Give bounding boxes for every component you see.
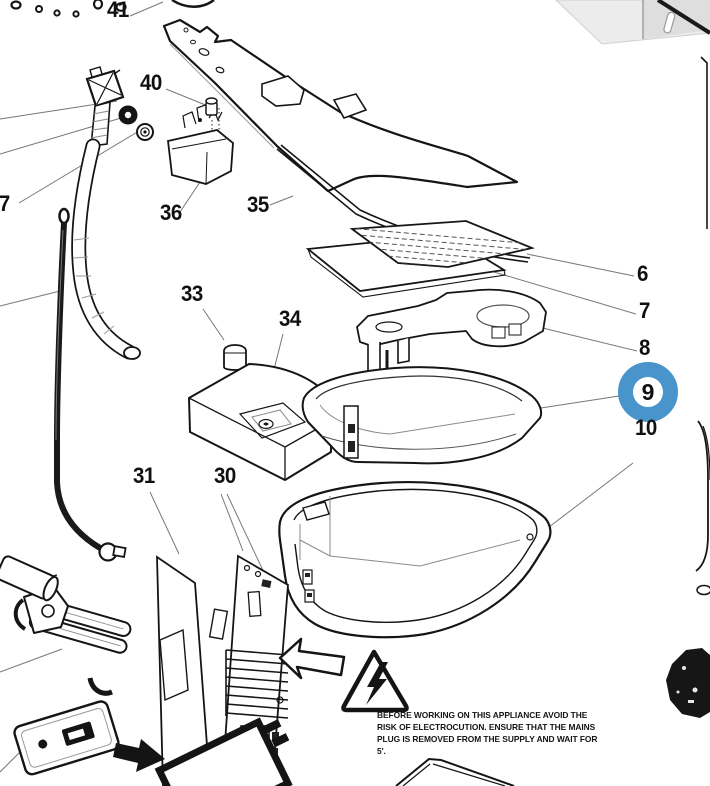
part-label-40[interactable]: 40 bbox=[140, 70, 162, 95]
part-label-36[interactable]: 36 bbox=[160, 200, 182, 225]
corrugated-hose-part bbox=[71, 138, 141, 360]
panel-part-31 bbox=[156, 555, 211, 786]
right-cut-part bbox=[695, 420, 710, 596]
top-crossbar-panel-part bbox=[162, 18, 519, 193]
part-label-9-highlighted[interactable]: 9 bbox=[641, 378, 655, 405]
part-label-33[interactable]: 33 bbox=[181, 281, 203, 306]
electrical-hazard-triangle-icon bbox=[341, 649, 409, 713]
part-label-34[interactable]: 34 bbox=[279, 306, 301, 331]
part-label-35[interactable]: 35 bbox=[247, 192, 269, 217]
cap-part-33 bbox=[223, 344, 247, 371]
solid-right-arrow-icon bbox=[113, 739, 165, 772]
part-label-10[interactable]: 10 bbox=[635, 415, 657, 440]
part-label-31[interactable]: 31 bbox=[133, 463, 155, 488]
drawer-housing-part-10 bbox=[278, 481, 552, 639]
part-label-6[interactable]: 6 bbox=[637, 261, 648, 286]
right-edge-panel-part bbox=[700, 56, 708, 229]
hose-elbow-part-37 bbox=[85, 66, 154, 147]
part-label-37[interactable]: 37 bbox=[0, 191, 10, 216]
inlet-valve-part-36 bbox=[167, 97, 234, 185]
plug-filter-part bbox=[13, 677, 293, 786]
cabinet-corner-part bbox=[555, 0, 710, 45]
safety-warning-text: BEFORE WORKING ON THIS APPLIANCE AVOID T… bbox=[377, 710, 598, 756]
cylinder-part bbox=[0, 555, 59, 602]
part-label-41[interactable]: 41 bbox=[107, 0, 129, 22]
highlight-ring[interactable] bbox=[618, 362, 678, 422]
bottom-plate-part bbox=[395, 757, 515, 786]
detergent-drawer-part-9 bbox=[301, 366, 543, 465]
heating-element-part bbox=[13, 574, 132, 654]
siphon-bridge-part-8 bbox=[356, 288, 547, 380]
part-label-7[interactable]: 7 bbox=[639, 298, 650, 323]
part-label-8[interactable]: 8 bbox=[639, 335, 650, 360]
pressure-rod-part bbox=[54, 207, 127, 562]
hollow-left-arrow-icon bbox=[278, 637, 346, 680]
top-sliver-part bbox=[171, 0, 215, 8]
screws-group bbox=[10, 0, 127, 18]
part-label-30[interactable]: 30 bbox=[214, 463, 236, 488]
pump-part bbox=[666, 648, 710, 718]
